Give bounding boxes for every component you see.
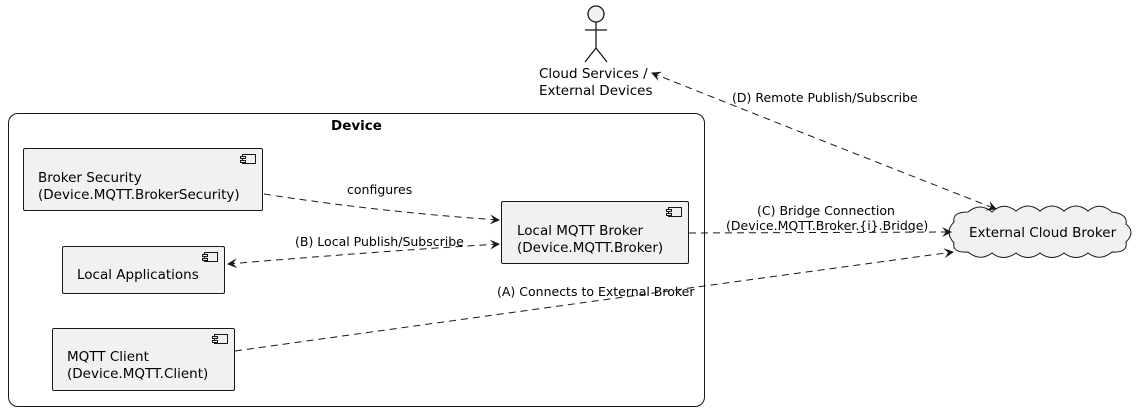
- edge-label-bridge-line2: (Device.MQTT.Broker.{i}.Bridge): [726, 218, 929, 233]
- component-mqtt-client[interactable]: MQTT Client (Device.MQTT.Client): [52, 328, 235, 391]
- component-icon: [202, 252, 218, 262]
- edge-label-connects-external: (A) Connects to External Broker: [497, 284, 695, 299]
- local-applications-name: Local Applications: [77, 267, 199, 283]
- edge-label-bridge-line1: (C) Bridge Connection: [757, 203, 895, 218]
- component-icon: [212, 334, 228, 344]
- mqtt-client-path: (Device.MQTT.Client): [67, 366, 209, 382]
- edge-bridge: [688, 227, 952, 238]
- edge-label-remote-pubsub: (D) Remote Publish/Subscribe: [732, 90, 918, 105]
- edge-label-local-pubsub: (B) Local Publish/Subscribe: [295, 234, 464, 249]
- actor-label-line1: Cloud Services /: [539, 66, 648, 82]
- component-local-applications[interactable]: Local Applications: [62, 246, 225, 294]
- mqtt-client-name: MQTT Client: [67, 349, 149, 365]
- local-broker-name: Local MQTT Broker: [517, 223, 644, 239]
- actor-label: Cloud Services / External Devices: [539, 66, 653, 100]
- component-mqtt-client-label: MQTT Client (Device.MQTT.Client): [67, 349, 208, 383]
- edge-label-configures: configures: [347, 182, 413, 197]
- external-cloud-broker-label: External Cloud Broker: [969, 225, 1117, 241]
- component-icon: [240, 154, 256, 164]
- edge-connects-external: [234, 248, 954, 352]
- component-broker-security-label: Broker Security (Device.MQTT.BrokerSecur…: [38, 170, 240, 204]
- cloud-shape: [948, 205, 1132, 258]
- broker-security-path: (Device.MQTT.BrokerSecurity): [38, 187, 240, 203]
- edge-configures: [263, 193, 500, 225]
- device-frame: Device: [8, 113, 705, 407]
- local-broker-path: (Device.MQTT.Broker): [517, 240, 664, 256]
- actor-label-line2: External Devices: [539, 83, 653, 99]
- device-frame-title: Device: [331, 118, 382, 134]
- actor-figure: [584, 5, 608, 63]
- edge-remote-pubsub: [651, 71, 997, 211]
- broker-security-name: Broker Security: [38, 170, 142, 186]
- component-local-mqtt-broker[interactable]: Local MQTT Broker (Device.MQTT.Broker): [501, 201, 689, 264]
- component-icon: [666, 207, 682, 217]
- component-local-mqtt-broker-label: Local MQTT Broker (Device.MQTT.Broker): [517, 223, 663, 257]
- component-broker-security[interactable]: Broker Security (Device.MQTT.BrokerSecur…: [23, 148, 263, 211]
- component-local-applications-label: Local Applications: [77, 267, 199, 284]
